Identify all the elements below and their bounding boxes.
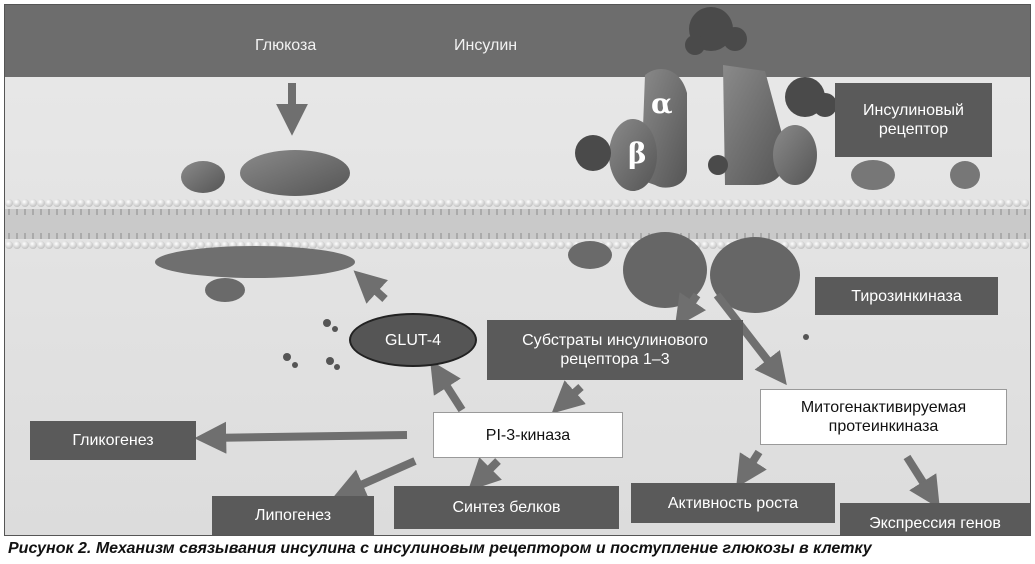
glucose-particles [283, 319, 809, 370]
irs-box: Субстраты инсулинового рецептора 1–3 [487, 320, 743, 380]
pathway-arrows [194, 83, 940, 509]
arrow-irs-pi3k [551, 380, 586, 414]
arrow-pi3k-lipogenesis [333, 457, 417, 499]
glut4-node: GLUT-4 [349, 313, 477, 367]
insulin-molecules [575, 7, 837, 175]
lipogenesis-box: Липогенез [212, 496, 374, 535]
insulin-receptor-protein [568, 65, 817, 313]
mapk-box: Митогенактивируемая протеинкиназа [760, 389, 1007, 445]
alpha-subunit-label: α [651, 87, 673, 120]
arrow-pi3k-glut4 [430, 360, 466, 413]
pi3k-box: PI-3-киназа [433, 412, 623, 458]
arrow-receptor-irs [674, 292, 707, 328]
tyrosine-kinase-box: Тирозинкиназа [815, 277, 998, 315]
arrow-glut4-membrane [353, 270, 388, 304]
gene-expression-box: Экспрессия генов [840, 503, 1030, 535]
extracellular-band [5, 5, 1030, 77]
growth-activity-box: Активность роста [631, 483, 835, 523]
cell-membrane [5, 199, 1030, 249]
arrow-pi3k-protein [467, 457, 502, 492]
receptor-side-proteins [851, 160, 980, 190]
arrow-mapk-growth [736, 449, 767, 488]
diagram-figure: Глюкоза Инсулин α β Инсулиновый рецептор… [4, 4, 1031, 536]
diagram-scene [5, 5, 1030, 509]
arrow-pi3k-glycogenesis [194, 421, 408, 454]
insulin-receptor-box: Инсулиновый рецептор [835, 83, 992, 157]
arrow-receptor-mapk [713, 292, 787, 386]
glycogenesis-box: Гликогенез [30, 421, 196, 460]
arrow-mapk-genes [903, 454, 940, 509]
insulin-label: Инсулин [454, 37, 518, 54]
glucose-transporter-proteins [155, 150, 355, 302]
figure-caption: Рисунок 2. Механизм связывания инсулина … [8, 540, 872, 557]
lipid-heads-top [5, 199, 1029, 215]
beta-subunit-label: β [628, 137, 647, 170]
protein-synthesis-box: Синтез белков [394, 486, 619, 529]
glucose-label: Глюкоза [255, 37, 317, 54]
